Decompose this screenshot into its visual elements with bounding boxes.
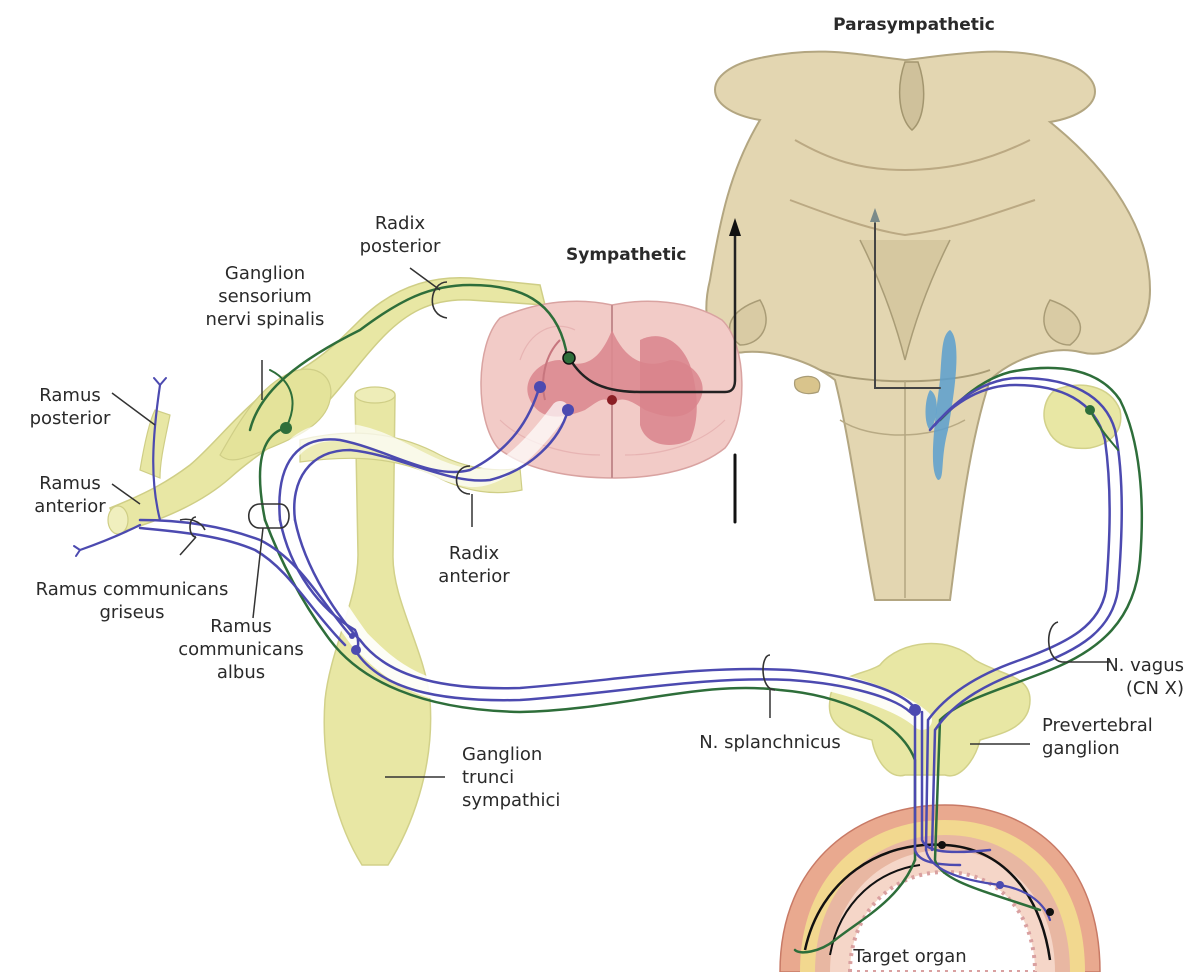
label-target-organ: Target organ xyxy=(840,945,980,968)
label-n-vagus: N. vagus (CN X) xyxy=(1090,654,1184,700)
label-ganglion-trunci: Ganglion trunci sympathici xyxy=(462,743,560,812)
label-ramus-anterior: Ramus anterior xyxy=(20,472,120,518)
label-ramus-posterior: Ramus posterior xyxy=(20,384,120,430)
label-ganglion-sensorium: Ganglion sensorium nervi spinalis xyxy=(190,262,340,331)
label-radix-anterior: Radix anterior xyxy=(424,542,524,588)
label-ramus-communicans-albus: Ramus communicans albus xyxy=(176,615,306,684)
label-n-splanchnicus: N. splanchnicus xyxy=(690,731,850,754)
leader-ramus-albus xyxy=(253,528,263,618)
brainstem xyxy=(706,52,1150,600)
label-radix-posterior: Radix posterior xyxy=(350,212,450,258)
heading-sympathetic: Sympathetic xyxy=(566,244,686,267)
heading-parasympathetic: Parasympathetic xyxy=(826,14,1002,37)
label-prevertebral-ganglion: Prevertebral ganglion xyxy=(1042,714,1153,760)
leader-ramus-griseus xyxy=(180,537,196,555)
